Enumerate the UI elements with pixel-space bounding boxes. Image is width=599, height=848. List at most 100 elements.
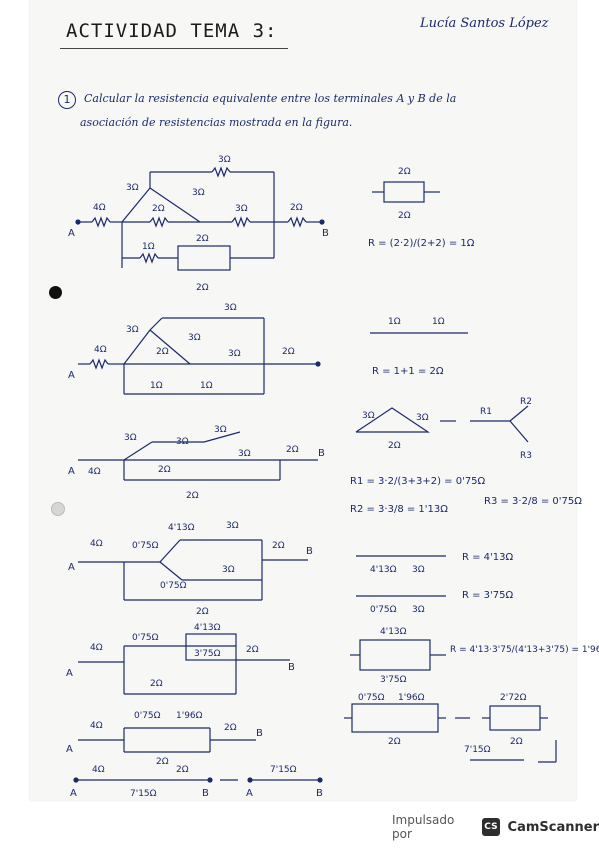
terminal-f-a: A: [70, 788, 77, 799]
task-statement-line-2: asociación de resistencias mostrada en l…: [80, 116, 353, 129]
label-c3-3a: 3Ω: [124, 433, 137, 443]
label-3ohm-diag: 3Ω: [192, 188, 205, 198]
label-4ohm: 4Ω: [93, 203, 106, 213]
sketch-parallel-413-375: 4'13Ω 3'75Ω R = 4'13·3'75/(4'13+3'75) = …: [350, 627, 599, 685]
formula-r3: R3 = 3·2/8 = 0'75Ω: [484, 496, 582, 507]
label-f-115: 7'15Ω: [130, 789, 157, 799]
label-c2-1a: 1Ω: [150, 381, 163, 391]
formula-r1: R1 = 3·2/(3+3+2) = 0'75Ω: [350, 476, 486, 487]
label-r-272: 2'72Ω: [500, 693, 527, 703]
label-f-2: 2Ω: [176, 765, 189, 775]
label-ds-r1: R1: [480, 407, 492, 417]
label-2ohm-a: 2Ω: [398, 167, 411, 177]
label-ds-r3: R3: [520, 451, 532, 461]
circuit-original: 3Ω 3Ω 3Ω 4Ω 2Ω 3Ω 2Ω 1Ω 2Ω 2Ω A B: [68, 155, 329, 293]
task-number: 1: [58, 91, 76, 109]
terminal-b: B: [322, 228, 329, 239]
circuit-step-4: 4Ω 0'75Ω 4'13Ω 3Ω 0'75Ω 3Ω 2Ω 2Ω A B: [68, 521, 313, 617]
label-r-715: 7'15Ω: [464, 745, 491, 755]
sketch-reduction-272: 0'75Ω 1'96Ω 2Ω 2'72Ω 2Ω 7'15Ω: [344, 693, 557, 763]
label-c6-2bot: 2Ω: [156, 757, 169, 767]
terminal-c6-a: A: [66, 744, 73, 755]
sketch-series-1ohm: 1Ω 1Ω R = 1+1 = 2Ω: [370, 317, 468, 377]
label-c6-4: 4Ω: [90, 721, 103, 731]
label-c2-3left: 3Ω: [126, 325, 139, 335]
sketch-series-413: 4'13Ω 3Ω R = 4'13Ω: [356, 552, 514, 575]
punch-hole: [51, 502, 65, 516]
label-2ohm-par-bot: 2Ω: [196, 283, 209, 293]
label-c3-3d: 3Ω: [238, 449, 251, 459]
label-2ohm-par-top: 2Ω: [196, 234, 209, 244]
circuit-step-2: 3Ω 3Ω 3Ω 4Ω 2Ω 3Ω 2Ω 1Ω 1Ω A: [68, 303, 321, 395]
sketch-delta-star: 3Ω 3Ω 2Ω R1 R2 R3: [355, 397, 532, 461]
bullet-dot: [49, 286, 62, 299]
label-c3-3b: 3Ω: [176, 437, 189, 447]
label-r-2: 2Ω: [388, 737, 401, 747]
label-c2-1b: 1Ω: [200, 381, 213, 391]
terminal-c6-b: B: [256, 728, 263, 739]
label-r-196: 1'96Ω: [398, 693, 425, 703]
label-c6-2: 2Ω: [224, 723, 237, 733]
label-c2-3top: 3Ω: [224, 303, 237, 313]
label-c5-2: 2Ω: [246, 645, 259, 655]
label-c4-075b: 0'75Ω: [160, 581, 187, 591]
label-ds-3a: 3Ω: [362, 411, 375, 421]
label-s1-3: 3Ω: [412, 565, 425, 575]
label-s2-3: 3Ω: [412, 605, 425, 615]
label-c3-4: 4Ω: [88, 467, 101, 477]
terminal-c3-b: B: [318, 448, 325, 459]
label-3ohm-mid: 3Ω: [235, 204, 248, 214]
circuit-final: 4Ω 7'15Ω 2Ω 7'15Ω A B A B: [70, 765, 323, 799]
label-1ohm: 1Ω: [142, 242, 155, 252]
label-ds-r2: R2: [520, 397, 532, 407]
label-c3-2right: 2Ω: [286, 445, 299, 455]
label-c5-413: 4'13Ω: [194, 623, 221, 633]
label-series-1b: 1Ω: [432, 317, 445, 327]
label-r-2b: 2Ω: [510, 737, 523, 747]
label-c5-375: 3'75Ω: [194, 649, 221, 659]
circuit-step-6: 4Ω 0'75Ω 1'96Ω 2Ω 2Ω A B: [66, 711, 263, 767]
label-c4-413: 4'13Ω: [168, 523, 195, 533]
label-c5-4: 4Ω: [90, 643, 103, 653]
label-ds-3b: 3Ω: [416, 413, 429, 423]
circuit-step-5: 4Ω 0'75Ω 4'13Ω 3'75Ω 2Ω 2Ω A B: [66, 623, 295, 695]
label-c4-3a: 3Ω: [226, 521, 239, 531]
watermark-brand: CamScanner: [507, 819, 599, 835]
author-name: Lucía Santos López: [420, 16, 549, 31]
label-c2-3diag: 3Ω: [188, 333, 201, 343]
sketch-parallel-2ohm: 2Ω 2Ω R = (2·2)/(2+2) = 1Ω: [368, 167, 475, 249]
circuit-step-3: 3Ω 3Ω 3Ω 4Ω 2Ω 3Ω 2Ω 2Ω A B: [68, 425, 325, 501]
terminal-c4-b: B: [306, 546, 313, 557]
label-series-1a: 1Ω: [388, 317, 401, 327]
terminal-f2-b: B: [316, 788, 323, 799]
formula-s2: R = 3'75Ω: [462, 590, 514, 601]
scanner-watermark: Impulsado por CS CamScanner: [392, 813, 599, 841]
label-p2-375: 3'75Ω: [380, 675, 407, 685]
terminal-c5-a: A: [66, 668, 73, 679]
formula-p2: R = 4'13·3'75/(4'13+3'75) = 1'96Ω: [450, 645, 599, 655]
label-c4-3b: 3Ω: [222, 565, 235, 575]
label-c2-3mid: 3Ω: [228, 349, 241, 359]
label-s1-413: 4'13Ω: [370, 565, 397, 575]
scanned-page: [30, 0, 576, 800]
label-p2-413: 4'13Ω: [380, 627, 407, 637]
page-title: ACTIVIDAD TEMA 3:: [66, 20, 278, 42]
label-ds-2: 2Ω: [388, 441, 401, 451]
terminal-f-b: B: [202, 788, 209, 799]
label-r-075: 0'75Ω: [358, 693, 385, 703]
label-c3-2: 2Ω: [158, 465, 171, 475]
label-c5-075: 0'75Ω: [132, 633, 159, 643]
sketch-series-375: 0'75Ω 3Ω R = 3'75Ω: [356, 590, 514, 615]
watermark-text: Impulsado por: [392, 813, 455, 841]
label-c4-2bot: 2Ω: [196, 607, 209, 617]
terminal-c3-a: A: [68, 466, 75, 477]
label-f-715: 7'15Ω: [270, 765, 297, 775]
label-c6-075: 0'75Ω: [134, 711, 161, 721]
label-3ohm-top: 3Ω: [218, 155, 231, 165]
label-c3-2bot: 2Ω: [186, 491, 199, 501]
formula-s1: R = 4'13Ω: [462, 552, 514, 563]
terminal-c5-b: B: [288, 662, 295, 673]
terminal-c4-a: A: [68, 562, 75, 573]
terminal-f2-a: A: [246, 788, 253, 799]
